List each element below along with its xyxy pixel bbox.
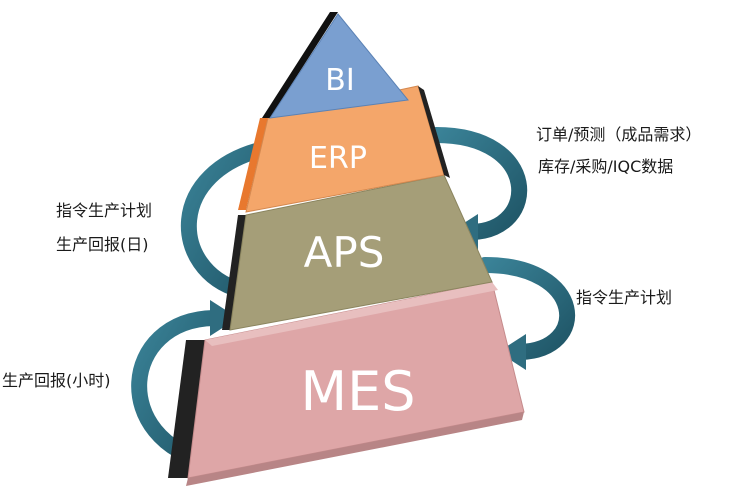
- tier-mes-label: MES: [301, 360, 416, 423]
- tier-bi: [262, 12, 409, 119]
- tier-erp: [238, 85, 450, 213]
- aps-left-label-1: 指令生产计划: [56, 201, 152, 220]
- tier-mes: [168, 281, 525, 486]
- tier-bi-label: BI: [325, 63, 354, 98]
- mes-left-label: 生产回报(小时): [2, 371, 111, 390]
- aps-left-label-2: 生产回报(日): [56, 235, 149, 254]
- tier-bi-face: [268, 13, 409, 119]
- tier-aps-label: APS: [304, 228, 385, 277]
- tier-erp-label: ERP: [309, 141, 367, 176]
- mes-right-label: 指令生产计划: [576, 288, 672, 307]
- arrow-aps-right: [477, 257, 576, 370]
- erp-right-label-2: 库存/采购/IQC数据: [538, 157, 673, 176]
- erp-right-label-1: 订单/预测（成品需求）: [536, 125, 701, 144]
